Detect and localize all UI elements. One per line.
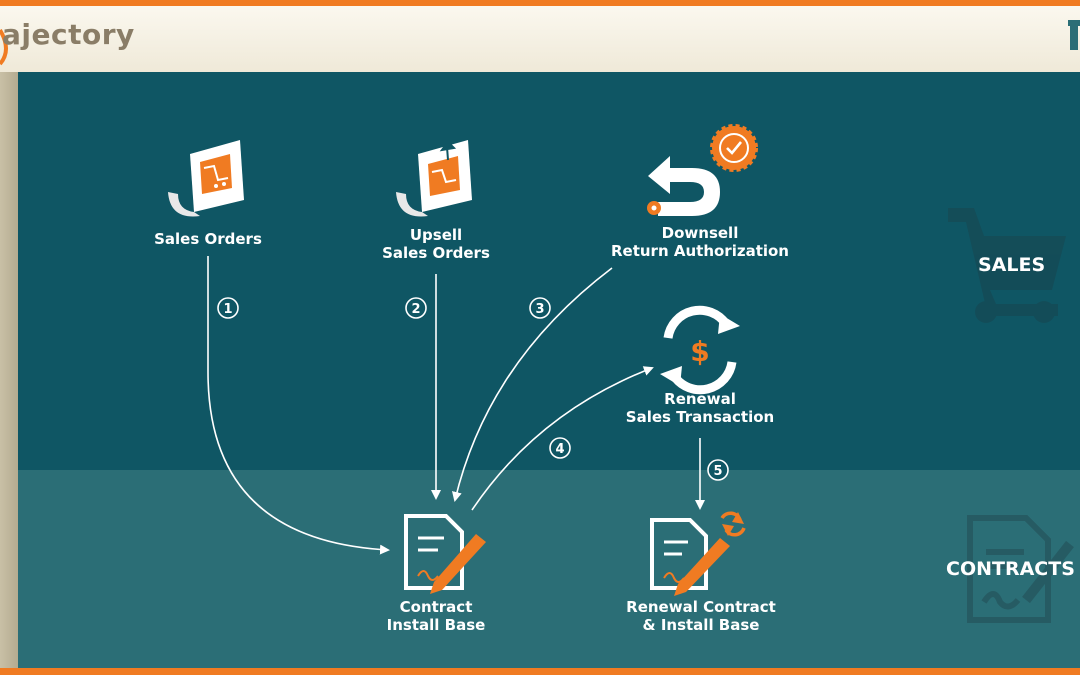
node-label-sales-orders: Sales Orders <box>154 230 262 248</box>
cart-upload-document-icon <box>396 140 472 217</box>
logo-swoosh-icon <box>0 28 8 66</box>
node-label-downsell: Downsell Return Authorization <box>610 224 789 260</box>
diagram-stage: 1 2 3 4 5 <box>18 72 1080 668</box>
step-badge-1: 1 <box>217 297 239 319</box>
cart-document-icon <box>168 140 244 217</box>
svg-text:4: 4 <box>555 442 564 457</box>
certified-badge-icon <box>710 124 758 172</box>
flow-line-3 <box>452 267 613 502</box>
node-label-renewal-transaction: Renewal Sales Transaction <box>625 390 775 426</box>
top-orange-border <box>0 0 1080 6</box>
step-badge-5: 5 <box>707 459 729 481</box>
bottom-orange-border <box>0 668 1080 675</box>
node-label-upsell: Upsell Sales Orders <box>382 226 490 262</box>
left-sidebar-strip <box>0 72 18 668</box>
svg-text:5: 5 <box>713 464 722 479</box>
contracts-section-label: CONTRACTS <box>946 558 1075 580</box>
node-label-contract: Contract Install Base <box>386 598 486 634</box>
svg-text:1: 1 <box>223 302 232 317</box>
flow-line-1 <box>207 256 390 555</box>
contract-pen-icon <box>404 514 486 594</box>
step-badge-4: 4 <box>549 437 571 459</box>
dollar-cycle-icon: $ <box>660 305 740 395</box>
return-arrow-icon <box>647 156 720 216</box>
corner-logo-mark <box>1068 20 1080 50</box>
header-bar: ajectory <box>0 6 1080 73</box>
contract-renew-icon <box>650 511 746 596</box>
diagram-graphics: 1 2 3 4 5 <box>168 124 1074 623</box>
step-badge-2: 2 <box>405 297 427 319</box>
sales-cart-watermark-icon <box>948 208 1066 323</box>
contracts-watermark-icon <box>967 515 1074 623</box>
contracts-band <box>18 470 1080 668</box>
step-badge-3: 3 <box>529 297 551 319</box>
flow-line-4 <box>471 366 654 511</box>
logo-text: ajectory <box>2 18 135 51</box>
sales-section-label: SALES <box>978 254 1046 276</box>
sales-band <box>18 72 1080 470</box>
svg-text:$: $ <box>690 335 709 368</box>
svg-text:2: 2 <box>411 302 420 317</box>
node-label-renewal-contract: Renewal Contract & Install Base <box>626 598 776 634</box>
svg-text:3: 3 <box>535 302 544 317</box>
